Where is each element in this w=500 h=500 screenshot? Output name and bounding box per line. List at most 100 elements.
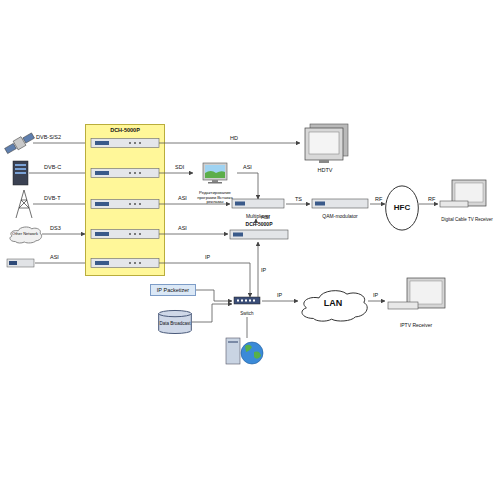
wire (29, 173, 85, 174)
device-display (233, 233, 243, 237)
signal-connector (165, 234, 228, 235)
set-top-box (388, 302, 418, 309)
node-label: Редактирование программ Вставка рекламы (193, 191, 237, 205)
signal-connector (42, 234, 85, 235)
monitor-screen (205, 165, 225, 178)
device-case (312, 199, 368, 208)
switch-node: Switch (232, 297, 262, 317)
lan-cloud: LAN (298, 285, 368, 323)
pc-tower (226, 338, 240, 364)
edge-label: DS3 (50, 226, 61, 232)
edge-label: TS (295, 197, 302, 203)
tv-screen (309, 132, 339, 154)
solar-panel (5, 143, 17, 153)
edge-label: HD (230, 136, 238, 142)
wire (35, 263, 85, 264)
screen-landscape (205, 171, 225, 178)
node-label: LAN (324, 299, 343, 309)
multiplexer-node: Multiplexer (230, 199, 286, 219)
node-label: Other Network (12, 232, 38, 236)
device-case (234, 297, 260, 304)
receiver-icon (440, 180, 486, 207)
node-label: IP Packetizer (157, 287, 189, 293)
edge-label: ASI (243, 165, 252, 171)
device-group: DCH-5000P (85, 124, 165, 276)
signal-label: DVB-T (44, 196, 61, 202)
node-label: DCH-5000P (246, 222, 273, 228)
signal-connector (192, 304, 232, 322)
satellite-body (13, 137, 26, 150)
network-cloud: Other Network (8, 224, 42, 244)
signal-connector (286, 204, 310, 205)
signal-connector (262, 301, 298, 302)
node-label: IPTV Receiver (400, 323, 432, 329)
device-node: DCH-5000P (228, 222, 290, 242)
signal-connector (258, 242, 259, 297)
server-bay (15, 168, 26, 170)
node-label: Switch (240, 312, 253, 317)
rack-display (9, 261, 17, 265)
device-case (230, 230, 288, 239)
server-bay (15, 164, 26, 166)
process-box: IP Packetizer (150, 284, 196, 296)
cyl-path (159, 310, 192, 316)
node-label: QAM-modulator (322, 214, 357, 220)
tv-screen (455, 183, 483, 202)
tv-frame (407, 278, 445, 308)
edge-label: RF (428, 197, 435, 203)
solar-panel (23, 133, 35, 143)
device-display (315, 202, 325, 206)
node-label: Digital Cable TV Receiver (441, 218, 492, 223)
switch-device (234, 297, 260, 304)
edge-label: ASI (261, 215, 270, 221)
tv-back (310, 124, 348, 156)
pc-drive (228, 341, 238, 343)
globe-land (245, 345, 261, 359)
edge-label: SDI (175, 165, 184, 171)
signal-connector (165, 143, 300, 144)
edge-label: ASI (178, 226, 187, 232)
signal-connector (237, 173, 258, 199)
port (241, 300, 243, 302)
monitor-stand (212, 180, 218, 182)
signal-label: DVB-S/S2 (36, 135, 61, 141)
edge-label: IP (261, 268, 266, 274)
globe (241, 342, 263, 364)
set-top-box (440, 201, 468, 207)
receiver-node: IPTV Receiver (385, 276, 447, 328)
tv-frame (305, 128, 343, 160)
monitor-base (208, 182, 222, 184)
device-case (232, 199, 284, 208)
edge-label: IP (277, 293, 282, 299)
signal-connector (368, 301, 385, 302)
tv-node: HDTV (300, 121, 350, 173)
signal-connector (370, 204, 385, 205)
tv-screen (410, 281, 442, 304)
tv-stand (319, 160, 329, 163)
server-bay (15, 172, 26, 174)
wire (247, 317, 248, 338)
port (237, 300, 239, 302)
cloud-path (302, 291, 367, 321)
receiver-node: Digital Cable TV Receiver (438, 179, 496, 223)
edge-label: IP (373, 293, 378, 299)
monitor-frame (203, 163, 227, 180)
node-label: HDTV (318, 167, 333, 173)
signal-connector (196, 290, 232, 301)
hfc-ellipse: HFC (385, 185, 419, 231)
monitor-icon (203, 163, 227, 184)
antenna-mast (16, 190, 32, 218)
receiver-icon (388, 278, 445, 309)
rack-icon (7, 259, 34, 267)
signal-label: ASI (50, 255, 59, 261)
computer-icon (226, 338, 263, 364)
wire (33, 204, 85, 205)
node-label: DCH-5000P (110, 127, 140, 133)
source-wires (29, 143, 85, 263)
port (249, 300, 251, 302)
server-icon (13, 161, 28, 185)
rack-device (7, 259, 34, 267)
server-case (13, 161, 28, 185)
